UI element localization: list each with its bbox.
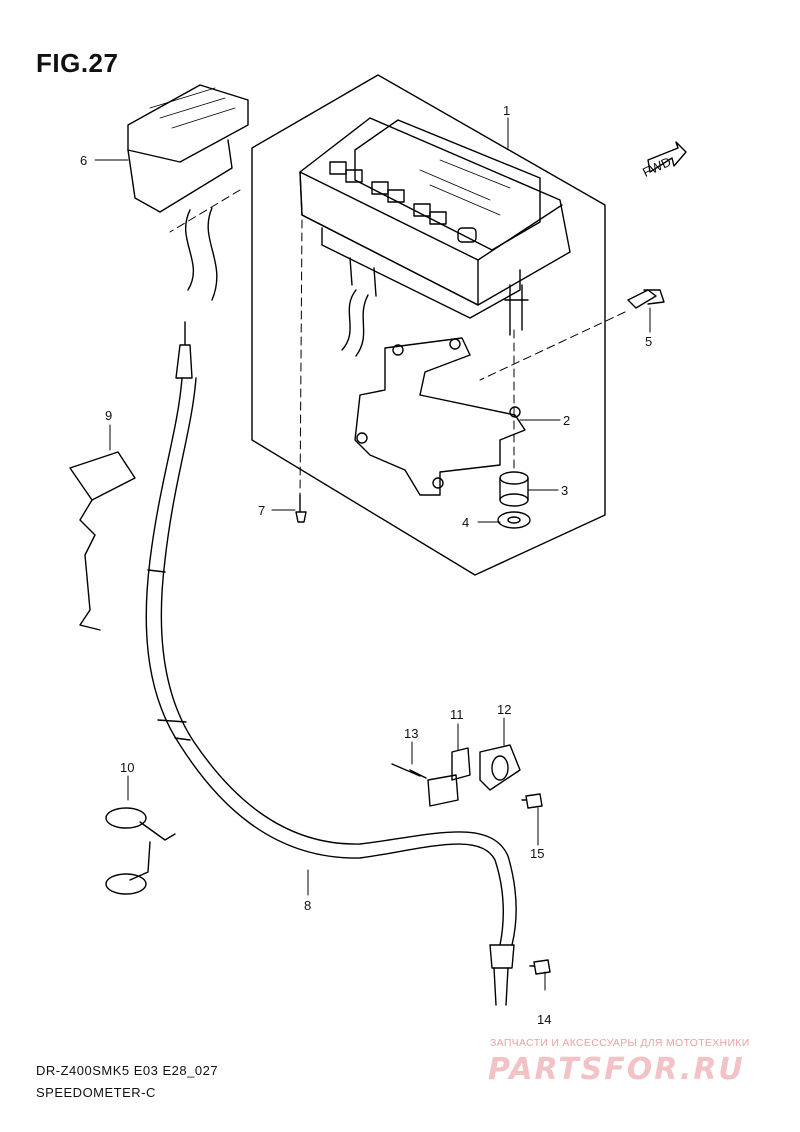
part-4-collar: [497, 511, 531, 529]
part-15-screw: [521, 793, 543, 809]
part-7-screw: [295, 494, 307, 523]
callout-8: 8: [304, 898, 311, 913]
assembly-frame: [251, 74, 606, 576]
callout-4: 4: [462, 515, 469, 530]
part-12-clamp: [479, 744, 521, 791]
model-code: DR-Z400SMK5 E03 E28_027: [36, 1063, 219, 1078]
callout-7: 7: [258, 503, 265, 518]
callout-6: 6: [80, 153, 87, 168]
fwd-label: FWD: [640, 154, 673, 180]
figure-title: FIG.27: [36, 48, 119, 78]
part-13-pin: [391, 763, 427, 779]
callout-3: 3: [561, 483, 568, 498]
part-3-grommet: [499, 471, 529, 507]
callout-13: 13: [404, 726, 418, 741]
part-10-wire-clip: [105, 807, 176, 895]
callout-1: 1: [503, 103, 510, 118]
watermark-caption: ЗАПЧАСТИ И АКСЕССУАРЫ ДЛЯ МОТОТЕХНИКИ: [490, 1037, 750, 1049]
callout-5: 5: [645, 334, 652, 349]
part-6-connector: [127, 84, 249, 301]
callout-14: 14: [537, 1012, 551, 1027]
callout-2: 2: [563, 413, 570, 428]
part-2-bracket: [354, 337, 526, 496]
callout-11: 11: [450, 707, 464, 722]
part-11-bracket: [427, 747, 471, 807]
callout-15: 15: [530, 846, 544, 861]
part-8-speedometer-cable: [145, 321, 517, 1006]
part-5-bolt: [627, 289, 665, 309]
part-9-wire-clip: [69, 451, 136, 631]
callout-10: 10: [120, 760, 134, 775]
callout-12: 12: [497, 702, 511, 717]
speedometer-unit: [299, 117, 571, 357]
section-name: SPEEDOMETER-C: [36, 1085, 156, 1100]
fwd-arrow: [647, 141, 687, 173]
part-14-screw: [529, 959, 551, 975]
callout-9: 9: [105, 408, 112, 423]
watermark-logo: PARTSFOR.RU: [488, 1052, 745, 1087]
